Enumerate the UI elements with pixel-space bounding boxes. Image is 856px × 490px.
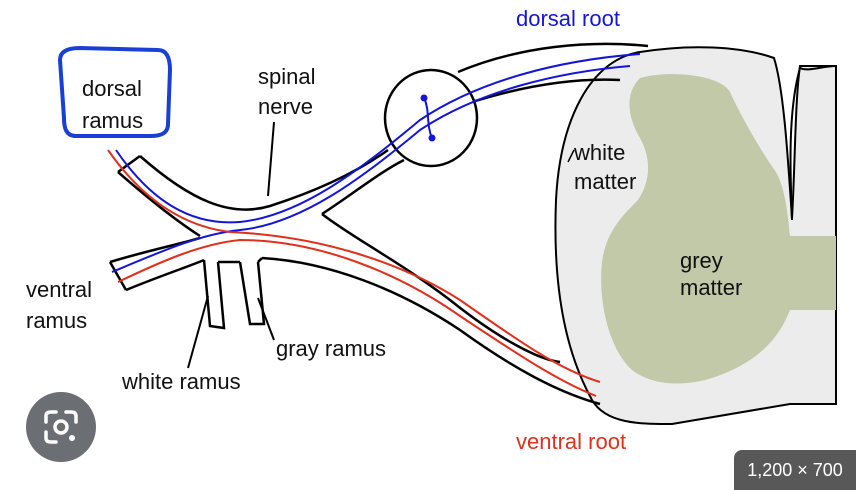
google-lens-button[interactable] — [26, 392, 96, 462]
ventral-root-upper-edge — [321, 158, 405, 216]
label-ventral-ramus-line1: ventral — [26, 277, 92, 302]
white-matter-leader — [567, 149, 575, 163]
image-size-badge: 1,200 × 700 — [734, 450, 856, 490]
dorsal-root-outline-top — [457, 42, 649, 74]
dorsal-ramus-lower-edge — [117, 171, 201, 238]
gray-ramus-stem — [238, 261, 266, 326]
label-ventral-root: ventral root — [516, 429, 626, 454]
white-ramus-stem — [202, 259, 226, 330]
label-dorsal-ramus-line1: dorsal — [82, 76, 142, 101]
dorsal-ramus-highlight-box — [57, 45, 173, 138]
image-size-text: 1,200 × 700 — [747, 459, 843, 480]
label-spinal-nerve-line2: nerve — [258, 94, 313, 119]
label-dorsal-ramus-line2: ramus — [82, 108, 143, 133]
label-gray-ramus: gray ramus — [276, 336, 386, 361]
spinal-nerve-upper-edge — [139, 148, 389, 211]
sensory-fiber-upper — [115, 53, 641, 224]
rami-right-edge — [257, 257, 263, 263]
sensory-fiber-lower — [111, 65, 631, 273]
label-grey-matter-line2: matter — [680, 275, 742, 300]
label-spinal-nerve-line1: spinal — [258, 64, 315, 89]
ventral-root-notch — [321, 213, 561, 364]
dorsal-root-outline-bottom — [471, 78, 621, 104]
ganglion-cell-process — [423, 97, 433, 139]
label-grey-matter-line1: grey — [680, 248, 723, 273]
dorsal-root-ganglion — [383, 68, 479, 168]
label-white-matter-line2: matter — [574, 169, 636, 194]
right-cord-edge — [799, 65, 837, 71]
white-ramus-leader — [187, 295, 209, 369]
grey-matter-region — [601, 74, 836, 384]
label-white-ramus: white ramus — [121, 369, 241, 394]
google-lens-icon — [44, 410, 78, 444]
median-fissure — [789, 67, 801, 221]
ventral-ramus-lower-edge — [125, 258, 205, 292]
motor-fiber-upper — [107, 149, 601, 383]
gray-ramus-leader — [257, 297, 275, 341]
ventral-root-lower-edge — [261, 256, 601, 406]
label-white-matter-line1: white — [573, 140, 625, 165]
motor-fiber-lower — [117, 238, 597, 397]
ventral-ramus-tip — [108, 261, 128, 291]
label-ventral-ramus-line2: ramus — [26, 308, 87, 333]
label-dorsal-root: dorsal root — [516, 6, 620, 31]
spinal-nerve-leader — [267, 121, 275, 197]
